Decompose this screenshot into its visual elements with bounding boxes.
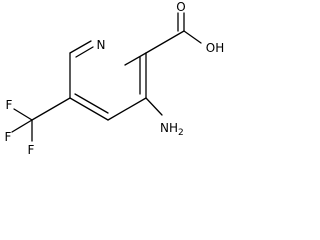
amino-label: NH2 bbox=[160, 121, 184, 138]
amino-label-subscript: 2 bbox=[178, 128, 184, 138]
structure-drawing: N O OH NH2 F F F bbox=[5, 0, 225, 157]
molecule-svg: N O OH NH2 F F F bbox=[5, 0, 225, 157]
fluorine-bottom-label: F bbox=[28, 143, 35, 157]
bond-n1-c2 bbox=[124, 52, 147, 66]
bond-c5-cf3 bbox=[31, 97, 71, 121]
bond-c-f-top bbox=[13, 108, 33, 121]
bond-c3-nh2 bbox=[145, 97, 163, 116]
carbonyl-oxygen-label: O bbox=[176, 0, 185, 14]
fluorine-left-label: F bbox=[5, 130, 12, 144]
bond-c6-n1-inner bbox=[75, 46, 94, 58]
bond-c3-c4 bbox=[107, 97, 147, 121]
bond-c6-n1 bbox=[69, 40, 92, 54]
bond-c-f-left bbox=[11, 119, 33, 133]
bond-c-oh bbox=[183, 30, 202, 44]
bond-c4-c5 bbox=[69, 97, 109, 121]
amino-label-main: NH bbox=[160, 121, 178, 135]
fluorine-top-label: F bbox=[6, 98, 13, 112]
hydroxyl-label: OH bbox=[206, 41, 224, 55]
bond-c2-cooh bbox=[145, 30, 185, 54]
ring-nitrogen-label: N bbox=[97, 38, 106, 52]
bond-c4-c5-inner bbox=[74, 93, 109, 114]
